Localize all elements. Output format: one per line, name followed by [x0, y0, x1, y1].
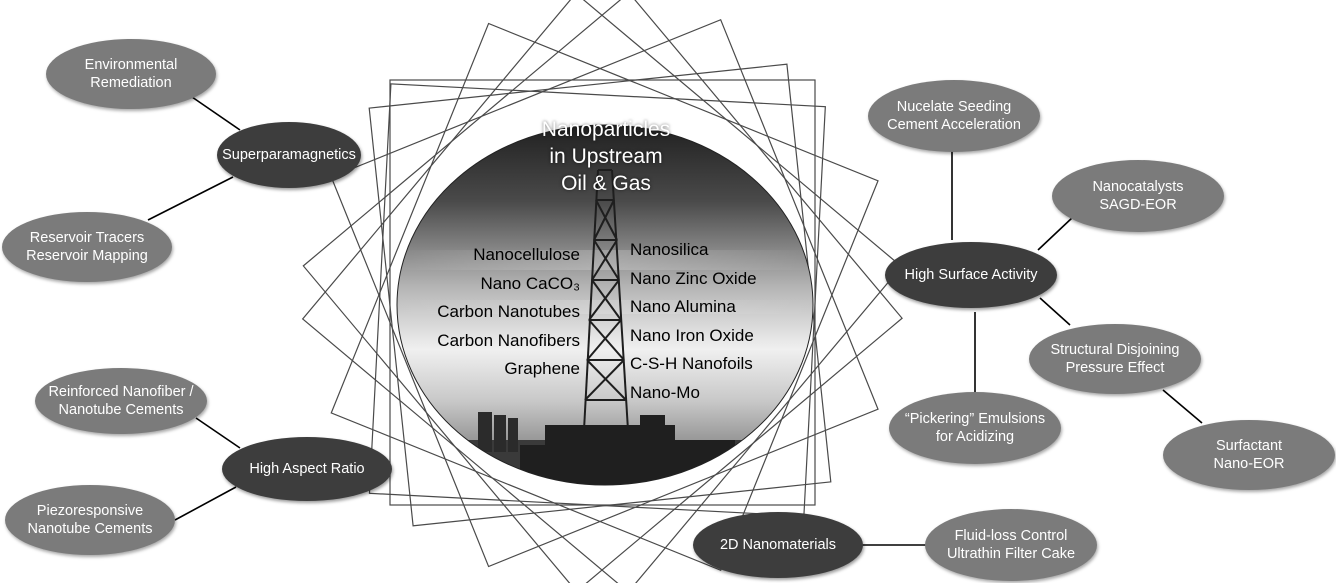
leaf-structural-disjoining: Structural Disjoining Pressure Effect [1029, 324, 1201, 394]
list-item: Nano Zinc Oxide [630, 268, 757, 288]
hub-2d-nanomaterials: 2D Nanomaterials [693, 512, 863, 578]
connector-line [191, 96, 241, 131]
leaf-nucelate-seeding: Nucelate Seeding Cement Acceleration [868, 80, 1040, 152]
leaf-surfactant-eor: Surfactant Nano-EOR [1163, 420, 1335, 490]
frame-square [368, 83, 826, 517]
list-item: Nanosilica [630, 240, 709, 259]
list-item: Nano-Mo [630, 382, 700, 402]
center-photo [397, 125, 813, 485]
hub-high-surface-activity: High Surface Activity [885, 242, 1057, 308]
leaf-pickering-emulsions: “Pickering” Emulsions for Acidizing [889, 392, 1061, 464]
center-title-line: Oil & Gas [561, 172, 651, 195]
nanomaterial-list-right: Nanosilica Nano Zinc Oxide Nano Alumina … [630, 236, 757, 408]
list-item: Nano Iron Oxide [630, 325, 754, 345]
connectors [147, 96, 1203, 546]
center-title: Nanoparticles in Upstream Oil & Gas [496, 116, 716, 197]
center-title-line: in Upstream [549, 145, 663, 168]
hub-high-aspect-ratio: High Aspect Ratio [222, 437, 392, 501]
center-title-line: Nanoparticles [541, 118, 671, 141]
frame-square [302, 0, 903, 583]
list-item: Graphene [504, 359, 580, 379]
leaf-reinforced-cements: Reinforced Nanofiber / Nanotube Cements [35, 368, 207, 434]
leaf-fluid-loss-control: Fluid-loss Control Ultrathin Filter Cake [925, 509, 1097, 581]
connector-line [1039, 297, 1071, 326]
connector-line [195, 417, 241, 449]
frame-square [330, 18, 879, 568]
hub-superparamagnetics: Superparamagnetics [217, 122, 361, 188]
leaf-piezoresponsive-cements: Piezoresponsive Nanotube Cements [5, 485, 175, 555]
frame-square [330, 22, 879, 572]
list-item: Nano CaCO₃ [480, 273, 580, 293]
leaf-nanocatalysts: Nanocatalysts SAGD-EOR [1052, 160, 1224, 232]
frame-square [301, 0, 903, 583]
list-item: Carbon Nanotubes [437, 302, 580, 322]
connector-line [1037, 216, 1074, 251]
connector-line [147, 176, 234, 221]
drilling-rig-icon [583, 169, 629, 431]
connector-line [1162, 389, 1203, 424]
nanomaterial-list-left: Nanocellulose Nano CaCO₃ Carbon Nanotube… [437, 241, 580, 384]
leaf-reservoir-tracers: Reservoir Tracers Reservoir Mapping [2, 212, 172, 282]
list-item: Nanocellulose [473, 245, 580, 264]
frame-squares [301, 0, 903, 583]
list-item: Nano Alumina [630, 297, 736, 317]
list-item: C-S-H Nanofoils [630, 354, 753, 374]
list-item: Carbon Nanofibers [437, 330, 580, 350]
leaf-environmental-remediation: Environmental Remediation [46, 39, 216, 109]
center-circle-outline [396, 124, 814, 486]
connector-line [174, 486, 237, 521]
